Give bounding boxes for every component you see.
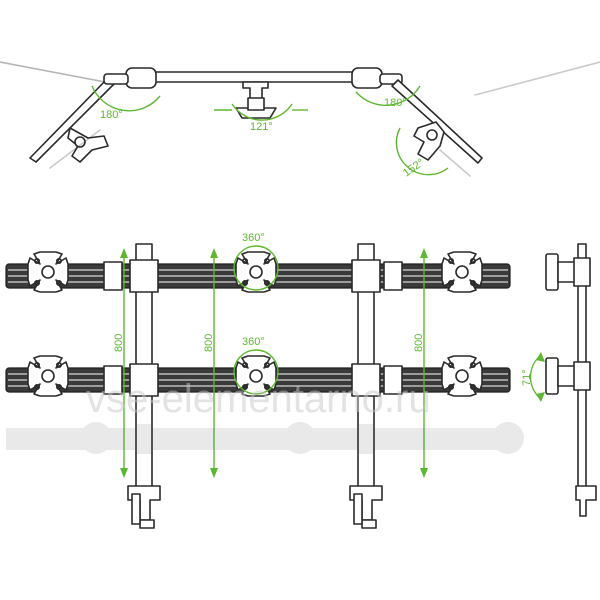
vesa-plate xyxy=(235,251,277,293)
angle-label-left: 180° xyxy=(100,109,123,121)
height-dimension-center xyxy=(210,248,218,478)
right-pivot xyxy=(351,67,383,89)
angle-arc-left xyxy=(91,85,161,112)
vesa-plate xyxy=(441,251,483,293)
rotation-circle-top xyxy=(233,245,279,291)
angle-arc-right-lower xyxy=(395,127,449,176)
left-vesa-head xyxy=(67,127,109,163)
right-desk-clamp xyxy=(349,485,383,529)
rotation-label-bottom: 360° xyxy=(242,336,265,348)
tilt-label: 71° xyxy=(521,369,533,386)
angle-label-right: 180° xyxy=(384,97,407,109)
vesa-plates xyxy=(27,251,483,397)
height-label-center: 800 xyxy=(203,334,215,352)
front-view: 800 800 800 360° 360° xyxy=(5,232,524,529)
center-bar xyxy=(129,71,371,83)
side-view: 71° xyxy=(521,243,597,517)
height-label-right: 800 xyxy=(413,334,425,352)
rotation-circle-bottom xyxy=(233,349,279,395)
vesa-plate xyxy=(441,355,483,397)
watermark: vse-elementarno.ru xyxy=(86,377,431,421)
angle-label-center: 121° xyxy=(250,121,273,133)
right-vesa-head xyxy=(413,121,445,161)
right-arm xyxy=(391,79,483,164)
height-dimension-right xyxy=(420,248,428,478)
left-desk-clamp xyxy=(127,485,161,529)
vesa-plate xyxy=(27,251,69,293)
angle-label-right-lower: 152° xyxy=(401,157,427,180)
reflection xyxy=(6,422,524,454)
vesa-plate xyxy=(27,355,69,397)
rotation-label-top: 360° xyxy=(242,232,265,244)
vesa-plate xyxy=(235,355,277,397)
height-dimension-left xyxy=(120,248,128,478)
top-view: 180° 121° 180° 152° xyxy=(0,61,600,180)
angle-arc-center xyxy=(231,103,293,121)
left-pivot xyxy=(125,67,157,89)
height-label-left: 800 xyxy=(113,334,125,352)
side-clamp xyxy=(575,485,597,517)
angle-arc-right xyxy=(355,85,421,106)
